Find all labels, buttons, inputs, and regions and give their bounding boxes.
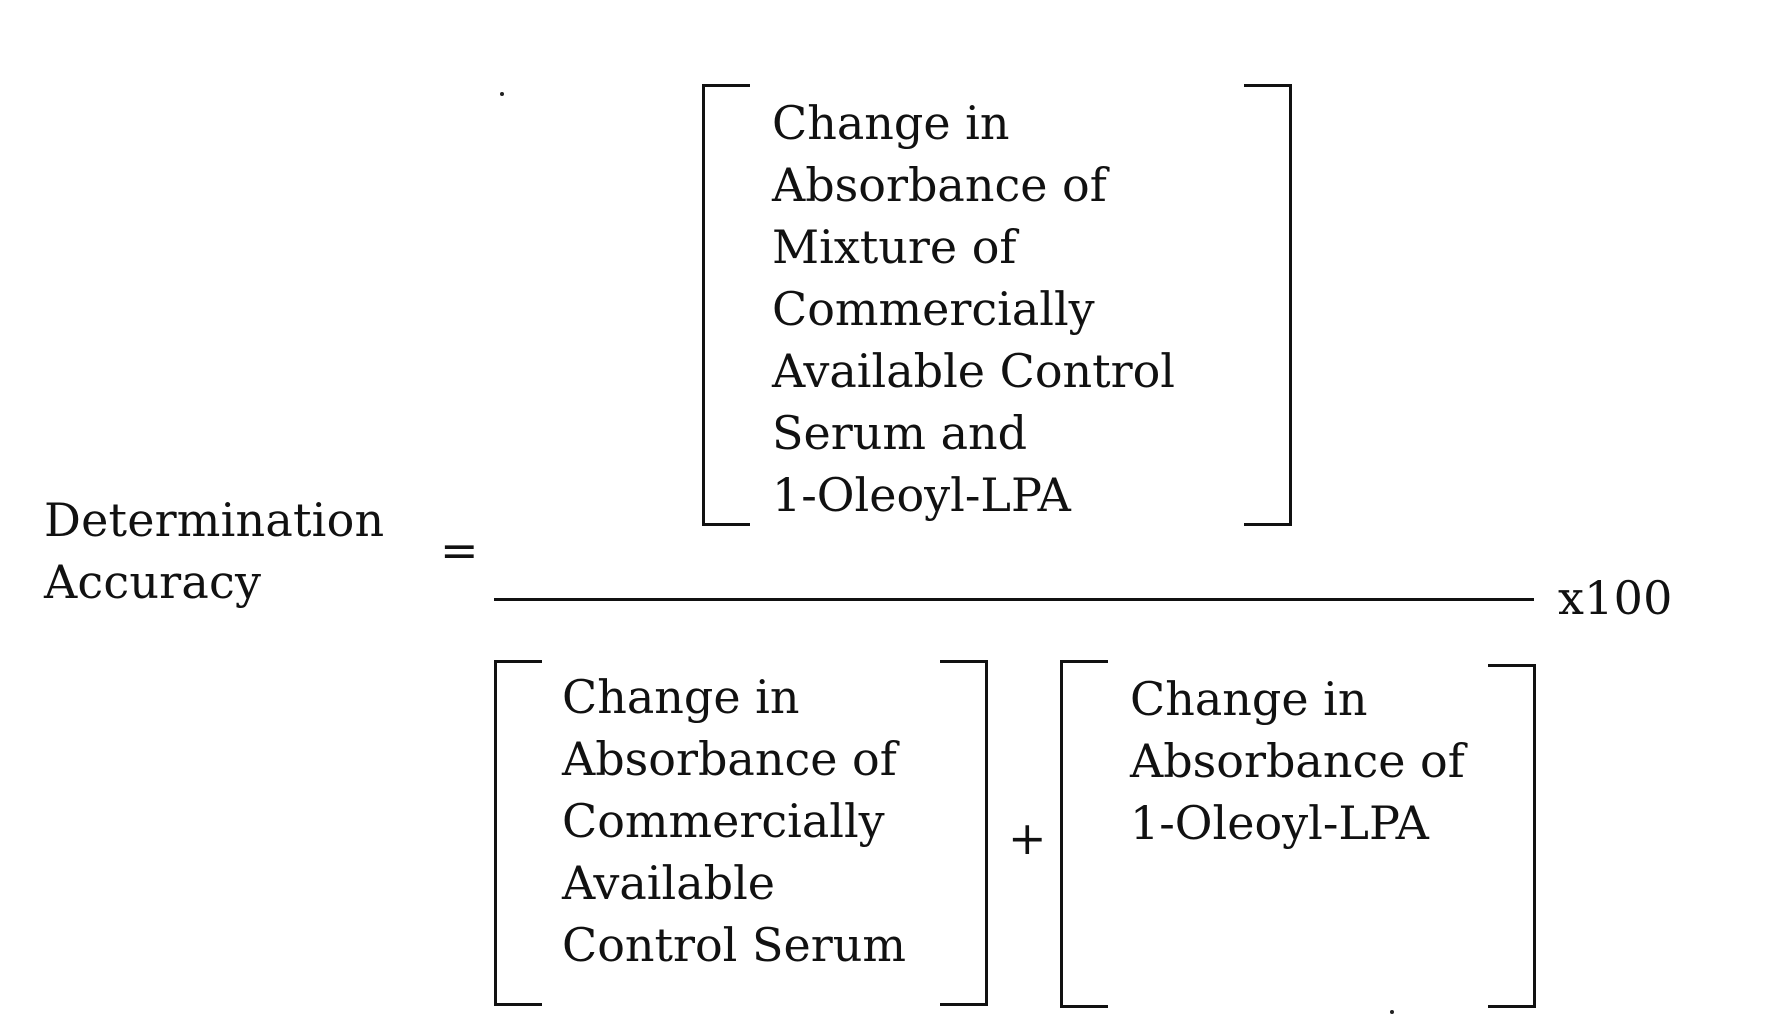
lhs-label-line-1: Determination: [44, 490, 384, 550]
numerator-line-4: Commercially: [772, 278, 1175, 340]
denominator-left-term-right-bracket: [940, 660, 988, 1006]
denominator-right-line-3: 1-Oleoyl-LPA: [1130, 792, 1465, 854]
numerator-line-2: Absorbance of: [772, 154, 1175, 216]
numerator-text: Change in Absorbance of Mixture of Comme…: [772, 92, 1175, 526]
denominator-right-line-1: Change in: [1130, 668, 1465, 730]
equals-sign: =: [440, 520, 479, 580]
denominator-left-line-1: Change in: [562, 666, 906, 728]
denominator-right-term-right-bracket: [1488, 664, 1536, 1008]
denominator-left-line-2: Absorbance of: [562, 728, 906, 790]
denominator-left-term-text: Change in Absorbance of Commercially Ava…: [562, 666, 906, 976]
numerator-line-7: 1-Oleoyl-LPA: [772, 464, 1175, 526]
denominator-right-term-left-bracket: [1060, 660, 1108, 1008]
denominator-left-term-left-bracket: [494, 660, 542, 1006]
numerator-line-6: Serum and: [772, 402, 1175, 464]
scan-speck: [500, 92, 504, 96]
lhs-label-line-2: Accuracy: [44, 552, 261, 612]
scan-speck: [1390, 1010, 1394, 1014]
numerator-line-3: Mixture of: [772, 216, 1175, 278]
numerator-right-bracket: [1244, 84, 1292, 526]
numerator-line-5: Available Control: [772, 340, 1175, 402]
fraction-bar: [494, 598, 1534, 601]
denominator-left-line-5: Control Serum: [562, 914, 906, 976]
numerator-left-bracket: [702, 84, 750, 526]
denominator-right-line-2: Absorbance of: [1130, 730, 1465, 792]
numerator-line-1: Change in: [772, 92, 1175, 154]
denominator-left-line-3: Commercially: [562, 790, 906, 852]
denominator-left-line-4: Available: [562, 852, 906, 914]
multiplier-label: x100: [1558, 568, 1673, 628]
denominator-right-term-text: Change in Absorbance of 1-Oleoyl-LPA: [1130, 668, 1465, 854]
plus-sign: +: [1008, 808, 1047, 868]
